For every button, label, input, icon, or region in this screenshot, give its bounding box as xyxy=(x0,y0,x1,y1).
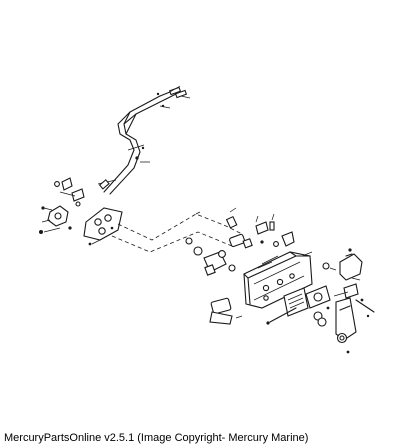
mounting-plate xyxy=(83,207,123,246)
trim-switch-parts xyxy=(225,215,295,249)
wiring-harness-route xyxy=(111,213,243,253)
control-box-housing xyxy=(243,251,313,309)
parts-diagram xyxy=(39,85,375,354)
control-face-plate xyxy=(283,285,331,317)
harness-connector xyxy=(185,237,236,276)
control-handle-assembly xyxy=(322,248,375,354)
control-cables xyxy=(97,86,188,195)
leader-lines xyxy=(140,85,361,281)
image-caption: MercuryPartsOnline v2.5.1 (Image Copyrig… xyxy=(4,432,309,444)
cable-anchor-hardware xyxy=(39,177,85,234)
cover-parts xyxy=(209,297,327,327)
